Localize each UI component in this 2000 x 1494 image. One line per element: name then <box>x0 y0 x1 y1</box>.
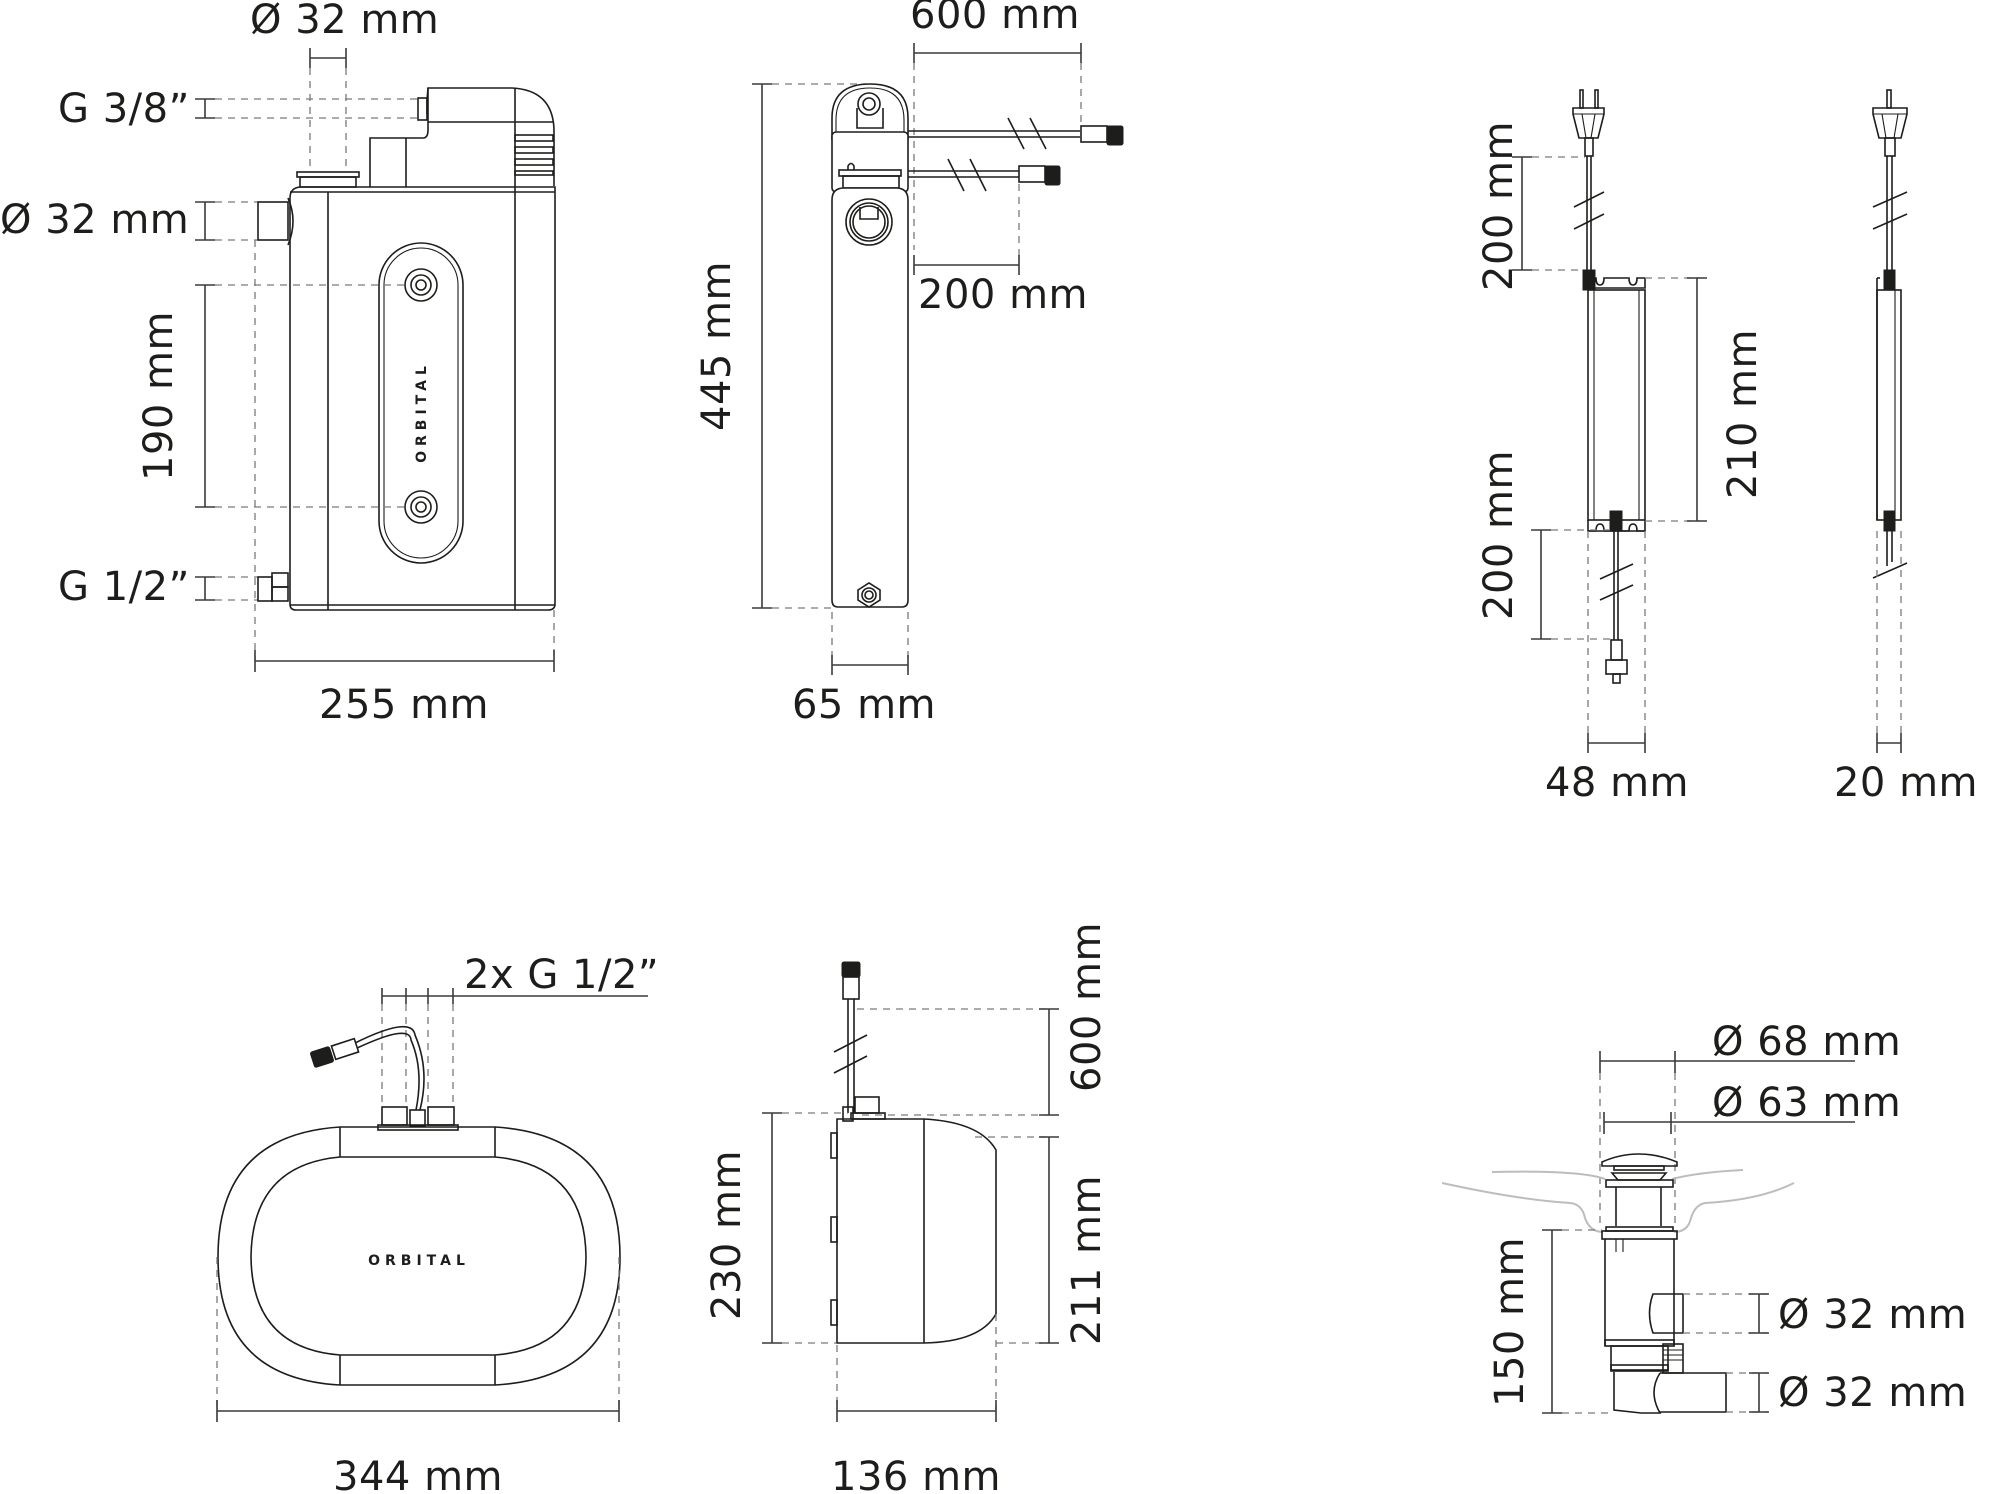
main-unit-front-view: Ø 32 mm G 3/8” Ø 32 mm <box>0 0 556 728</box>
brand-logo: ORBITAL <box>368 1253 470 1269</box>
main-unit-side-view: 600 mm 445 mm <box>694 0 1124 728</box>
dim-cap-outer-label: Ø 68 mm <box>1712 1019 1901 1065</box>
dim-cable-long-label: 600 mm <box>910 0 1080 38</box>
dim-drain-height-label: 150 mm <box>1487 1237 1533 1407</box>
dim-cable-bottom-label: 200 mm <box>1476 450 1522 620</box>
side-inlet-port-icon <box>845 198 893 246</box>
mount-hole-top-icon <box>404 268 438 302</box>
dim-depth-label: 65 mm <box>792 682 936 728</box>
oval-unit-side-view: 600 mm 230 mm 211 mm 136 mm <box>704 922 1110 1494</box>
dim-fittings-label: 2x G 1/2” <box>464 952 659 998</box>
brand-logo-vertical: ORBITAL <box>414 361 430 463</box>
dim-cable-top-label: 200 mm <box>1476 121 1522 291</box>
dim-height-body-label: 211 mm <box>1064 1175 1110 1345</box>
dim-length-label: 210 mm <box>1720 329 1766 499</box>
oval-unit-top-view: 2x G 1/2” ORBITAL 344 mm <box>216 952 659 1494</box>
dim-width-label: 255 mm <box>319 682 489 728</box>
dim-height-label: 445 mm <box>694 261 740 431</box>
bottom-fitting-hex-icon <box>857 582 881 608</box>
power-plug-icon <box>1572 89 1605 157</box>
power-plug-side-icon <box>1872 89 1908 157</box>
dim-depth-136-label: 136 mm <box>831 1454 1001 1494</box>
power-supply-front-view: 200 mm 210 mm 200 mm <box>1476 89 1766 806</box>
dim-cap-inner-label: Ø 63 mm <box>1712 1080 1901 1126</box>
dim-mount-spacing-label: 190 mm <box>136 311 182 481</box>
power-supply-side-view: 20 mm <box>1834 89 1978 806</box>
dim-height-total-label: 230 mm <box>704 1150 750 1320</box>
dim-top-fitting-label: G 3/8” <box>58 86 190 132</box>
drain-waste-view: Ø 68 mm Ø 63 mm <box>1441 1019 1967 1416</box>
dim-side-inlet-label: Ø 32 mm <box>0 197 189 243</box>
dc-connector-icon <box>1605 639 1628 684</box>
mount-hole-bottom-icon <box>404 490 438 524</box>
dim-outlet-upper-label: Ø 32 mm <box>1778 1292 1967 1338</box>
dim-depth-20-label: 20 mm <box>1834 760 1978 806</box>
dim-cable-short-label: 200 mm <box>918 272 1088 318</box>
dim-oval-cable-label: 600 mm <box>1064 922 1110 1092</box>
dim-outlet-lower-label: Ø 32 mm <box>1778 1370 1967 1416</box>
dim-width-48-label: 48 mm <box>1545 760 1689 806</box>
dim-bottom-fitting-label: G 1/2” <box>58 564 190 610</box>
dim-width-344-label: 344 mm <box>333 1454 503 1494</box>
dim-top-outlet-label: Ø 32 mm <box>250 0 439 43</box>
